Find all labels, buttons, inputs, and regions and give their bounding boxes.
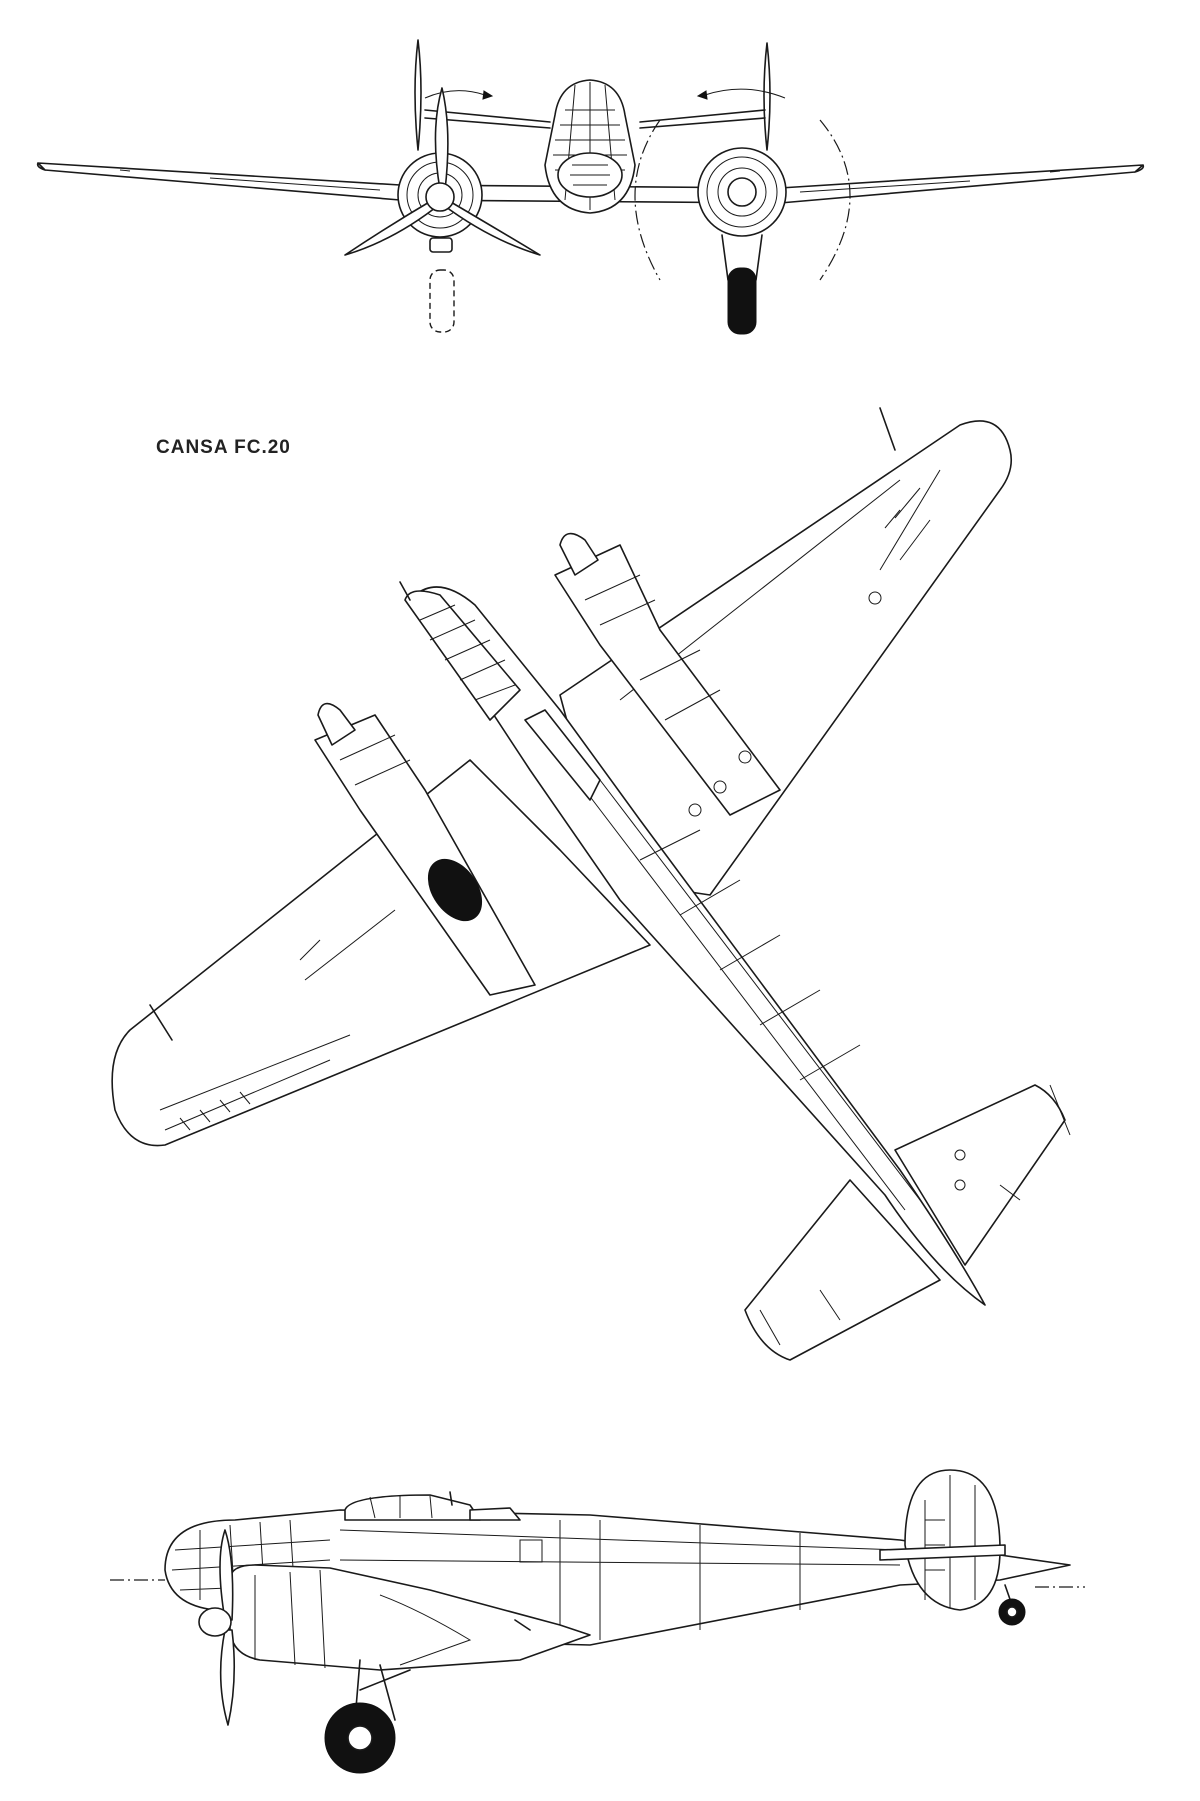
side-view-spinner bbox=[198, 1607, 232, 1637]
front-view-prop-arc-right bbox=[819, 119, 851, 281]
front-view-prop-rotation-right bbox=[704, 88, 786, 99]
front-view bbox=[36, 39, 1145, 335]
plan-view-aerial-lower bbox=[149, 1004, 173, 1041]
plan-view-fuselage bbox=[414, 586, 986, 1306]
side-view-canopy bbox=[344, 1494, 481, 1521]
aircraft-title: CANSA FC.20 bbox=[156, 437, 291, 458]
front-view-retracted-wheel-outline bbox=[429, 269, 455, 333]
front-view-spinner-right bbox=[727, 177, 757, 207]
plan-view bbox=[111, 407, 1071, 1361]
front-view-tailplane bbox=[424, 109, 766, 129]
plan-view-engine-nacelle-lower bbox=[314, 714, 536, 996]
side-view bbox=[110, 1469, 1085, 1774]
front-view-main-gear-right bbox=[721, 234, 763, 281]
plan-view-tailplane-upper bbox=[894, 1084, 1066, 1266]
plan-view-tailplane-lower bbox=[744, 1179, 941, 1361]
front-view-spinner-left bbox=[425, 182, 455, 212]
front-view-lower-nacelle-left bbox=[429, 237, 453, 253]
front-view-fin-left bbox=[414, 39, 422, 151]
plan-view-engine-nacelle-upper bbox=[554, 544, 781, 816]
plan-view-canopy bbox=[524, 709, 601, 801]
front-view-propeller-left bbox=[344, 87, 541, 256]
side-view-centerline bbox=[110, 1579, 1085, 1588]
front-view-wing-detail bbox=[119, 169, 1061, 193]
plan-view-aerial-upper bbox=[879, 407, 896, 451]
side-view-engine-nacelle bbox=[229, 1564, 591, 1671]
side-view-tailplane bbox=[879, 1544, 1006, 1561]
front-view-main-wheel-right bbox=[727, 267, 757, 335]
side-view-propeller bbox=[219, 1529, 236, 1726]
front-view-prop-rotation-left bbox=[424, 90, 486, 99]
side-view-fin bbox=[904, 1469, 1001, 1611]
plan-view-wing-lower-left bbox=[111, 759, 651, 1147]
plan-view-wheel-well bbox=[427, 858, 483, 922]
front-view-fin-right bbox=[763, 42, 771, 151]
